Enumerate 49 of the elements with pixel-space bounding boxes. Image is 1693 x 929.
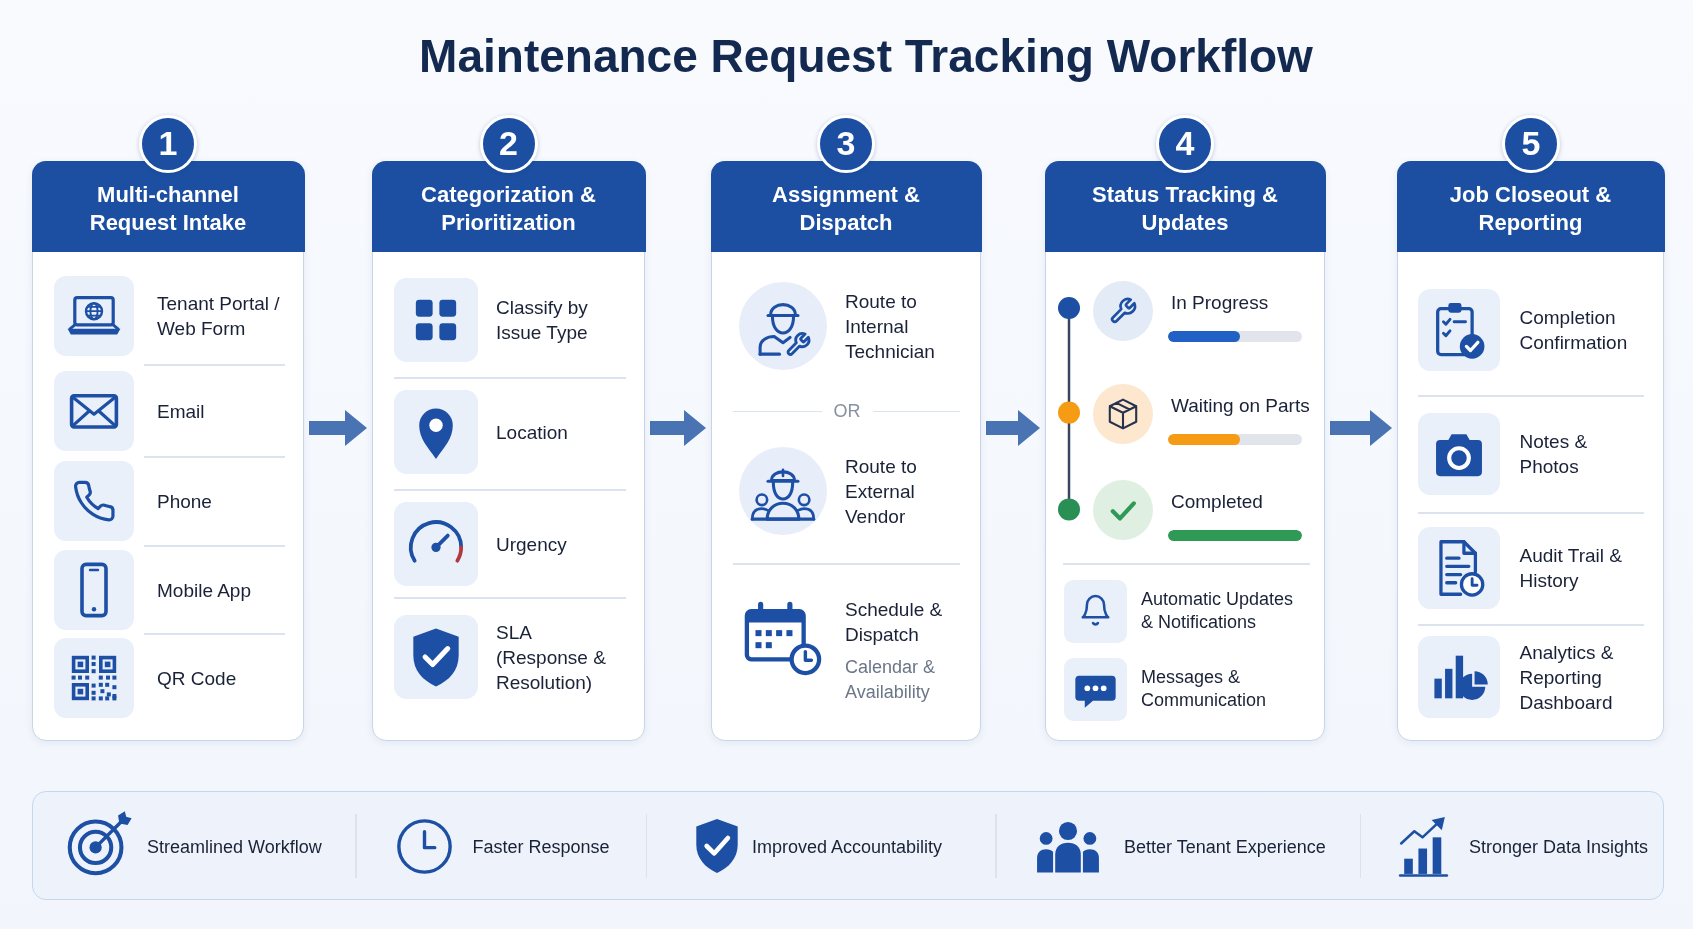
item-label: SLA (Response & Resolution) <box>496 620 607 694</box>
benefit-label: Streamlined Workflow <box>147 836 322 859</box>
benefits-panel <box>32 791 1664 900</box>
step-heading: Status Tracking & Updates <box>1044 160 1326 252</box>
status-label: Waiting on Parts <box>1171 393 1310 418</box>
step-number-badge: 5 <box>1502 114 1560 173</box>
flow-arrow <box>650 410 706 446</box>
step-card <box>1045 161 1325 741</box>
benefit-label: Faster Response <box>472 836 610 859</box>
item-note: Calendar & Availability <box>845 655 937 704</box>
item-label: QR Code <box>157 666 238 690</box>
benefit-label: Better Tenant Experience <box>1124 836 1326 859</box>
step-heading: Assignment & Dispatch <box>710 160 982 252</box>
step-number-badge: 2 <box>479 114 538 173</box>
item-label: Analytics & Reporting Dashboard <box>1519 640 1615 714</box>
flow-arrow <box>1330 410 1392 446</box>
item-label: Urgency <box>496 532 568 557</box>
benefit-label: Improved Accountability <box>752 836 943 859</box>
flow-arrow <box>309 410 367 446</box>
step-heading: Categorization & Prioritization <box>371 160 646 252</box>
item-label: Schedule & Dispatch <box>845 598 944 647</box>
step-card <box>372 161 645 741</box>
item-label: Mobile App <box>157 578 252 602</box>
step-number-badge: 1 <box>139 114 197 173</box>
step-heading: Job Closeout & Reporting <box>1396 160 1665 252</box>
item-label: Route to External Vendor <box>845 454 918 529</box>
item-label: Completion Confirmation <box>1519 306 1629 355</box>
step-number-badge: 3 <box>817 114 875 173</box>
step-card <box>32 161 304 741</box>
step-card <box>711 161 981 741</box>
separator-label: OR <box>833 399 861 422</box>
item-label: Notes & Photos <box>1519 430 1589 479</box>
item-label: Automatic Updates & Notifications <box>1141 588 1295 634</box>
item-label: Messages & Communication <box>1141 666 1268 712</box>
item-label: Tenant Portal / Web Form <box>157 292 281 341</box>
item-label: Audit Trail & History <box>1519 544 1623 593</box>
status-label: Completed <box>1171 490 1263 514</box>
item-label: Email <box>157 399 206 424</box>
step-heading: Multi-channel Request Intake <box>31 160 305 252</box>
flow-arrow <box>986 410 1040 446</box>
step-number-badge: 4 <box>1156 114 1214 173</box>
step-card <box>1397 161 1664 741</box>
status-label: In Progress <box>1171 291 1269 315</box>
item-label: Classify by Issue Type <box>496 296 589 345</box>
item-label: Location <box>496 420 569 445</box>
title: Maintenance Request Tracking Workflow <box>419 29 1313 83</box>
benefit-label: Stronger Data Insights <box>1469 836 1649 859</box>
item-label: Route to Internal Technician <box>845 289 936 364</box>
item-label: Phone <box>157 489 213 514</box>
